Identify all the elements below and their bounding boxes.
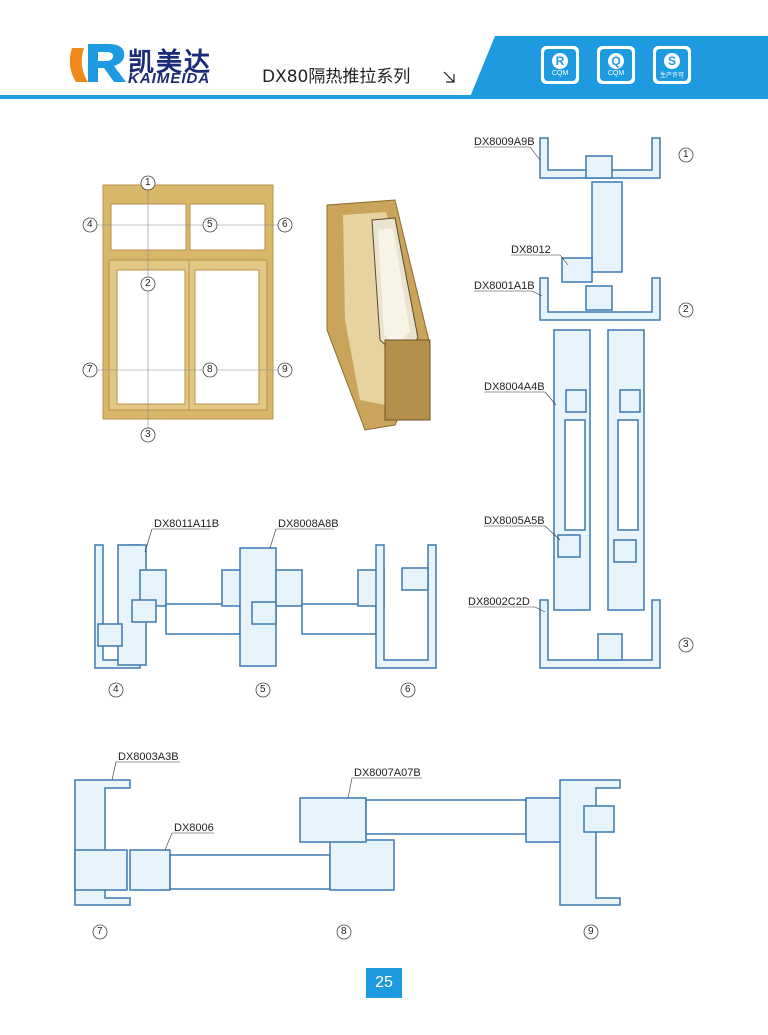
horizontal-section-upper: [94, 544, 437, 669]
marker-1-elev: 1: [145, 177, 151, 188]
leader-lines: [111, 146, 569, 851]
brand-name-cn: 凯美达: [128, 48, 213, 78]
marker-6-elev: 6: [282, 219, 288, 230]
horizontal-section-lower: [74, 779, 621, 906]
header-graphics: [0, 36, 768, 99]
marker-1-section: 1: [683, 149, 689, 160]
page-header: 凯美达 KAIMEIDA DX80隔热推拉系列 R CQM Q CQM S 生产…: [0, 0, 768, 100]
marker-3-elev: 3: [145, 429, 151, 440]
kaimeida-logo-icon: [69, 44, 126, 82]
cert-badge-r-letter: R: [555, 54, 565, 68]
series-title: DX80隔热推拉系列: [262, 67, 411, 87]
label-dx8005: DX8005A5B: [484, 515, 545, 527]
label-dx8012: DX8012: [511, 244, 551, 256]
marker-7-section: 7: [97, 926, 103, 937]
label-dx8011: DX8011A11B: [154, 518, 220, 530]
marker-9-elev: 9: [282, 364, 288, 375]
marker-circles: [82, 147, 694, 940]
label-dx8007: DX8007A07B: [354, 767, 421, 779]
marker-8-section: 8: [341, 926, 347, 937]
marker-5-elev: 5: [207, 219, 213, 230]
label-dx8006: DX8006: [174, 822, 214, 834]
cert-badge-q-letter: Q: [611, 54, 621, 68]
label-dx8003: DX8003A3B: [118, 751, 179, 763]
window-elevation: [95, 184, 285, 435]
cert-badge-s-icon: [653, 46, 691, 84]
label-dx8002: DX8002C2D: [468, 596, 530, 608]
cert-badge-r-icon: [541, 46, 579, 84]
label-dx8001: DX8001A1B: [474, 280, 535, 292]
vertical-section-drawing: [539, 137, 661, 669]
marker-2-section: 2: [683, 304, 689, 315]
brand-name-en: KAIMEIDA: [128, 70, 211, 87]
marker-6-section: 6: [405, 684, 411, 695]
marker-4-elev: 4: [87, 219, 93, 230]
label-dx8009: DX8009A9B: [474, 136, 535, 148]
cert-badge-r-text: CQM: [551, 70, 569, 77]
marker-2-elev: 2: [145, 278, 151, 289]
marker-3-section: 3: [683, 639, 689, 650]
marker-9-section: 9: [588, 926, 594, 937]
marker-8-elev: 8: [207, 364, 213, 375]
label-dx8008: DX8008A8B: [278, 518, 339, 530]
label-dx8004: DX8004A4B: [484, 381, 545, 393]
cert-badge-q-icon: [597, 46, 635, 84]
cert-badge-q-text: CQM: [607, 70, 625, 77]
arrow-icon: [443, 71, 455, 83]
marker-5-section: 5: [260, 684, 266, 695]
marker-7-elev: 7: [87, 364, 93, 375]
cert-badge-s-letter: S: [667, 54, 676, 68]
page-number: 25: [366, 968, 402, 998]
marker-4-section: 4: [113, 684, 119, 695]
cert-badge-s-text: 生产许可: [659, 72, 684, 79]
profile-3d-section: [326, 199, 431, 431]
